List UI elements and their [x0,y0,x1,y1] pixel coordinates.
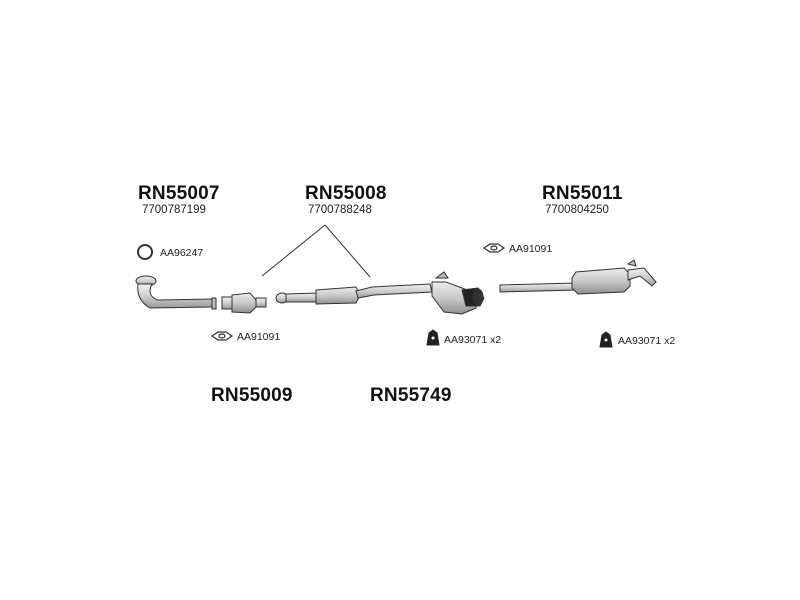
center-section-part [275,271,485,315]
accessory-mount-center[interactable]: AA93071 x2 [444,334,502,346]
accessory-flange-gasket-right[interactable]: AA91091 [509,243,553,255]
part-number-rear-silencer[interactable]: RN55011 [542,183,623,204]
accessory-flange-gasket-left[interactable]: AA91091 [237,331,281,343]
front-downpipe-part [135,275,217,310]
part-number-center-section[interactable]: RN55008 [305,183,387,204]
oem-number-rear-silencer: 7700804250 [545,204,609,216]
rear-silencer-part [499,259,657,295]
accessory-mount-rear[interactable]: AA93071 x2 [618,335,676,347]
oem-number-front-pipe: 7700787199 [142,204,206,216]
flange-gasket-icon [210,243,506,341]
part-number-front-pipe[interactable]: RN55007 [138,183,220,204]
ring-gasket-icon [137,244,153,260]
catalyst-part [221,292,267,314]
oem-number-center-section: 7700788248 [308,204,372,216]
part-number-catalyst[interactable]: RN55009 [211,385,293,406]
leader-lines [261,224,371,278]
part-number-kit[interactable]: RN55749 [370,385,452,406]
rubber-mount-icon [426,329,613,348]
accessory-ring-gasket[interactable]: AA96247 [160,247,204,259]
